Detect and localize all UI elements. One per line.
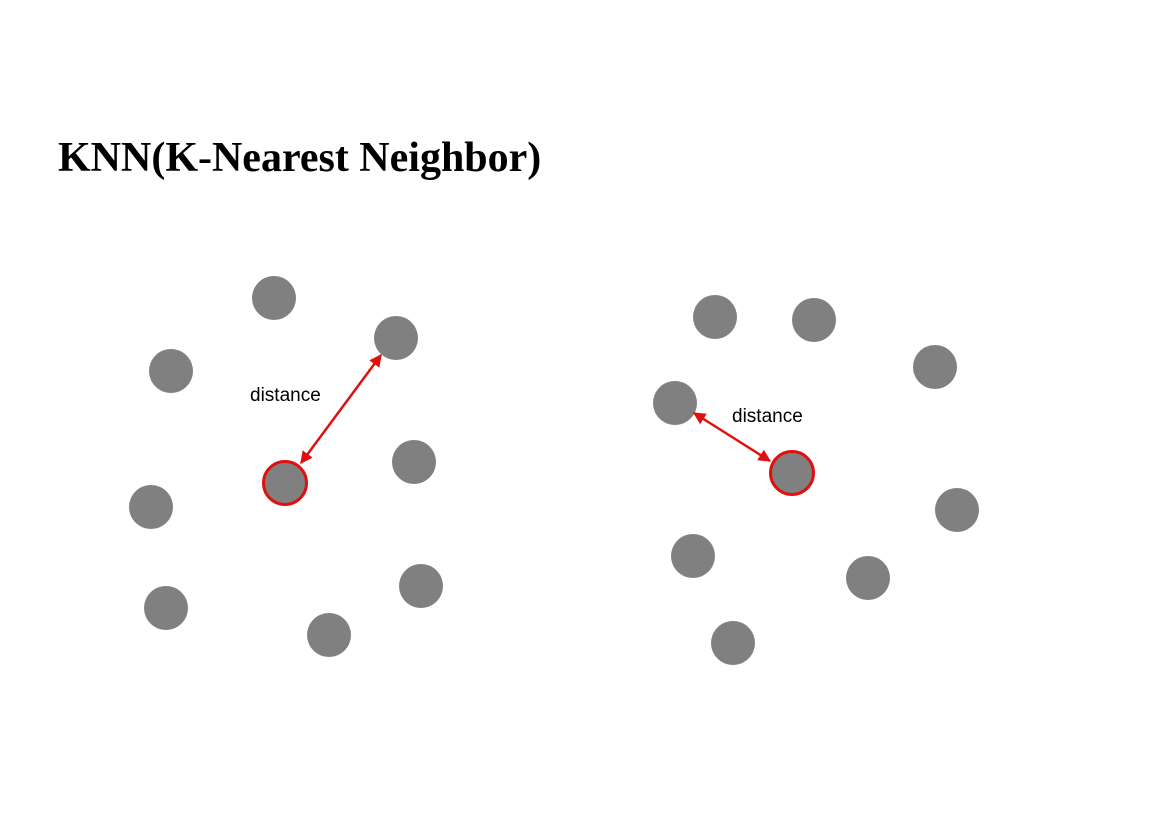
data-point <box>653 381 697 425</box>
distance-arrow <box>692 411 772 463</box>
distance-label: distance <box>732 406 803 427</box>
data-point <box>252 276 296 320</box>
data-point <box>149 349 193 393</box>
data-point <box>399 564 443 608</box>
data-point <box>693 295 737 339</box>
panel-right: distance <box>653 295 979 665</box>
data-point <box>913 345 957 389</box>
distance-label: distance <box>250 385 321 406</box>
data-point <box>935 488 979 532</box>
panel-left: distance <box>129 276 443 657</box>
query-point <box>769 450 815 496</box>
data-point <box>671 534 715 578</box>
distance-arrow <box>299 353 383 465</box>
data-point <box>144 586 188 630</box>
data-point <box>711 621 755 665</box>
data-point <box>846 556 890 600</box>
data-point <box>129 485 173 529</box>
query-point <box>262 460 308 506</box>
data-point <box>792 298 836 342</box>
page-title: KNN(K-Nearest Neighbor) <box>58 135 542 181</box>
data-point <box>392 440 436 484</box>
data-point <box>307 613 351 657</box>
data-point <box>374 316 418 360</box>
